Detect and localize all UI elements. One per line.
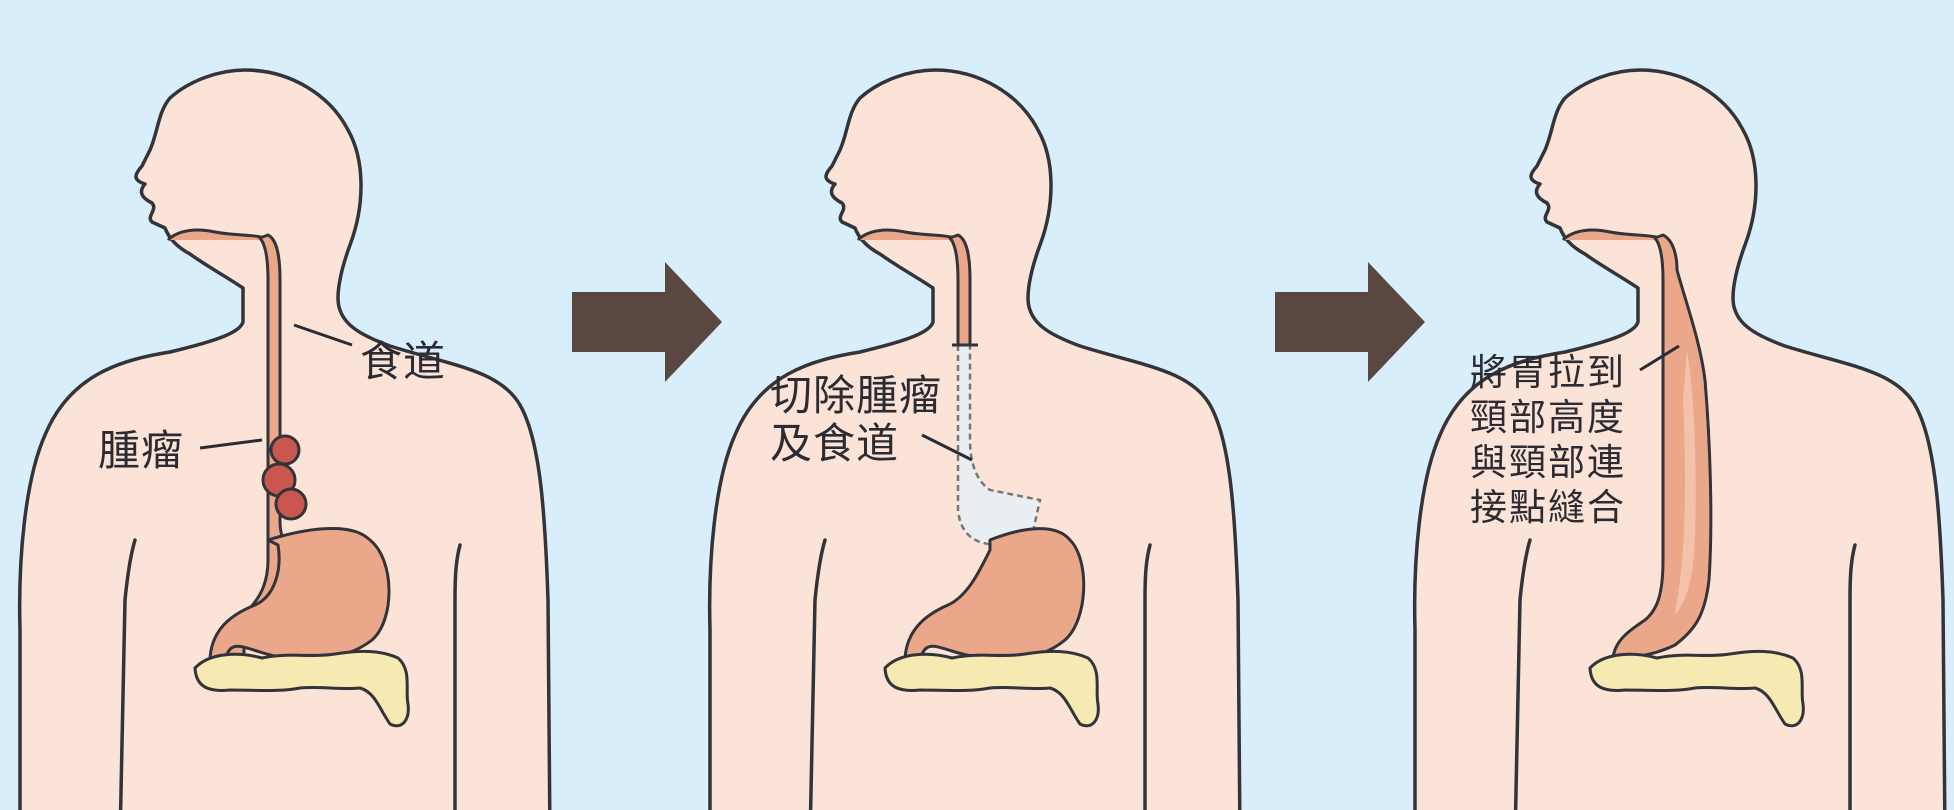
tumor [271, 436, 299, 464]
label-resection-line2: 及食道 [770, 419, 899, 468]
label-reconstruction-line1: 將胃拉到 [1470, 351, 1626, 394]
label-reconstruction-line3: 與頸部連 [1470, 441, 1626, 484]
tumor [276, 489, 306, 519]
label-reconstruction-line4: 接點縫合 [1470, 486, 1626, 529]
label-tumor: 腫瘤 [98, 426, 184, 475]
label-reconstruction-line2: 頸部高度 [1470, 396, 1626, 439]
label-esophagus: 食道 [360, 337, 446, 386]
label-resection-line1: 切除腫瘤 [770, 371, 942, 420]
